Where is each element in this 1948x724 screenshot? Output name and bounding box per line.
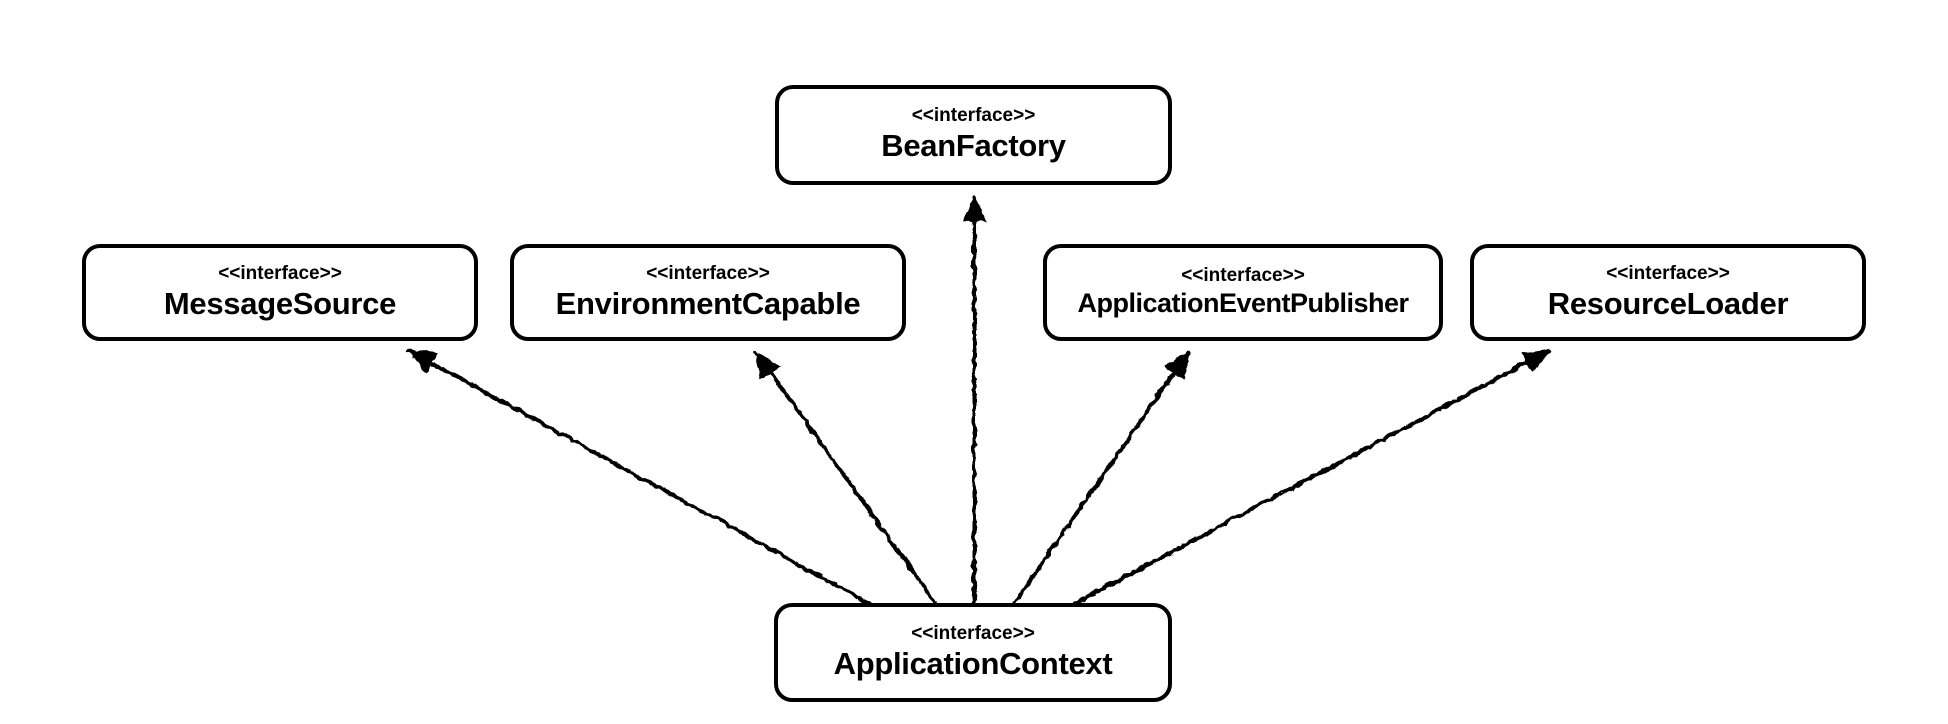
- node-beanfactory-stereotype: <<interface>>: [911, 105, 1036, 127]
- node-applicationeventpublisher-name: ApplicationEventPublisher: [1077, 288, 1409, 319]
- node-beanfactory-name: BeanFactory: [881, 128, 1066, 164]
- edge-applicationcontext-to-environmentcapable: [752, 348, 937, 605]
- node-applicationeventpublisher: <<interface>> ApplicationEventPublisher: [1043, 244, 1443, 341]
- node-environmentcapable-stereotype: <<interface>>: [646, 262, 770, 284]
- node-applicationcontext-stereotype: <<interface>>: [911, 622, 1035, 644]
- node-beanfactory: <<interface>> BeanFactory: [775, 85, 1172, 185]
- edge-applicationcontext-to-resourceloader: [1071, 347, 1550, 605]
- edge-applicationcontext-to-applicationeventpublisher: [1010, 348, 1190, 605]
- node-resourceloader-stereotype: <<interface>>: [1606, 262, 1730, 284]
- node-messagesource-name: MessageSource: [163, 285, 397, 321]
- node-applicationeventpublisher-stereotype: <<interface>>: [1181, 265, 1305, 287]
- node-environmentcapable: <<interface>> EnvironmentCapable: [510, 244, 906, 341]
- node-applicationcontext-name: ApplicationContext: [833, 645, 1113, 681]
- node-environmentcapable-name: EnvironmentCapable: [555, 285, 861, 321]
- node-resourceloader: <<interface>> ResourceLoader: [1470, 244, 1866, 341]
- node-messagesource-stereotype: <<interface>>: [218, 262, 342, 284]
- edge-applicationcontext-to-messagesource: [406, 347, 871, 605]
- node-applicationcontext: <<interface>> ApplicationContext: [774, 603, 1172, 702]
- node-resourceloader-name: ResourceLoader: [1547, 285, 1789, 321]
- node-messagesource: <<interface>> MessageSource: [82, 244, 478, 341]
